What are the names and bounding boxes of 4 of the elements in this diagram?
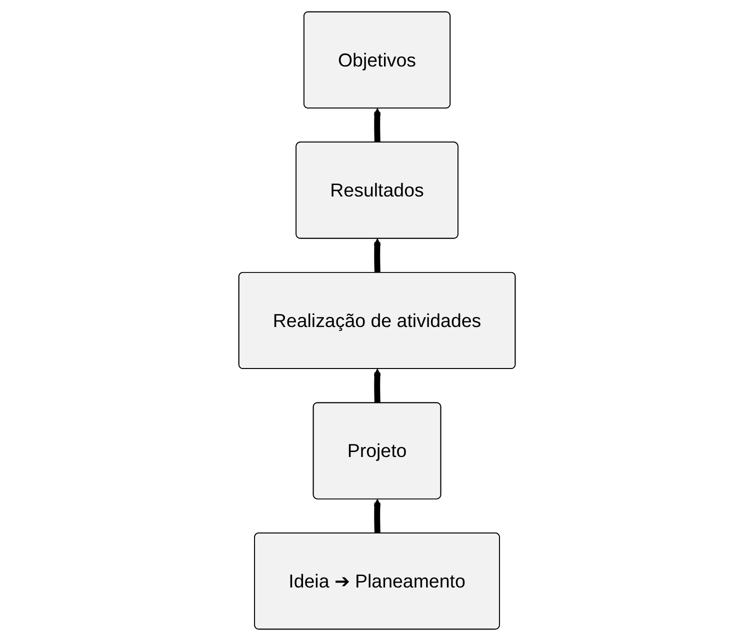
arrow <box>374 498 382 534</box>
arrow <box>374 368 382 404</box>
arrow <box>374 238 382 273</box>
arrow <box>374 108 382 143</box>
